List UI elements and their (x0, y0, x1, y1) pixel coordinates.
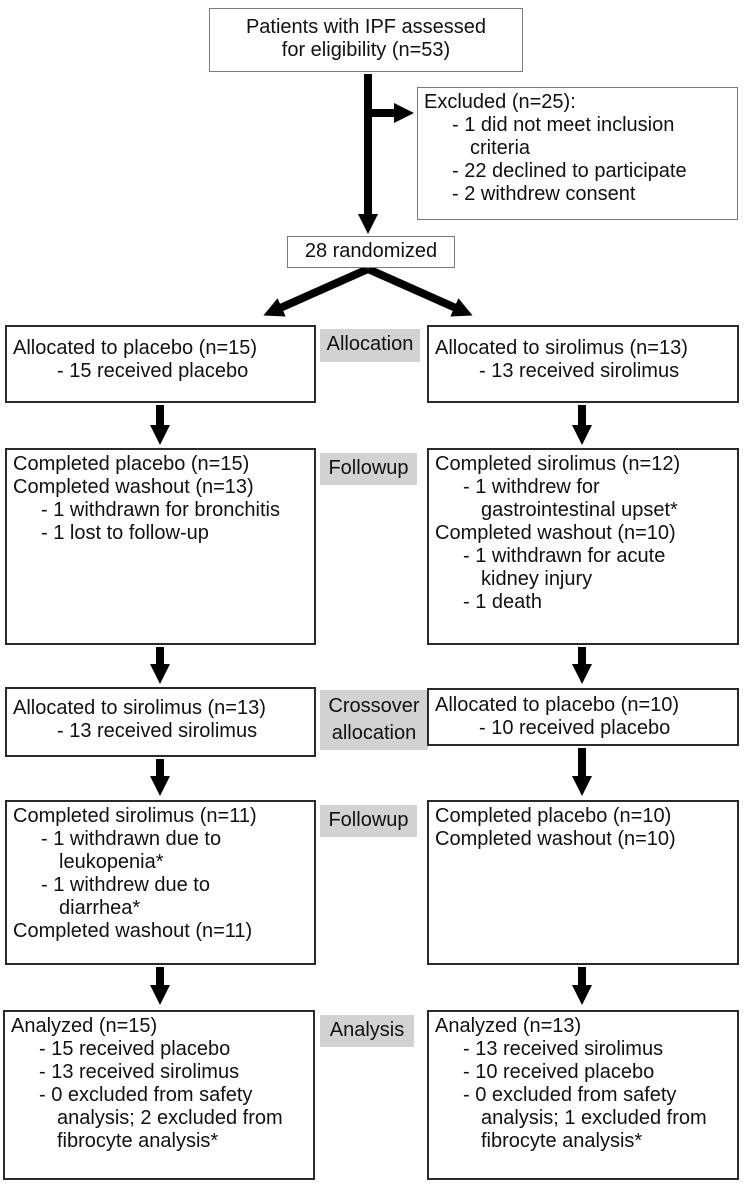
text-line: Completed washout (n=10) (435, 522, 676, 544)
arrow-randomized-to-placebo (263, 265, 370, 317)
text-line: criteria (470, 137, 531, 159)
text-line: - 1 withdrew due to (41, 874, 210, 896)
text-line: Excluded (n=25): (424, 91, 576, 113)
text-line: kidney injury (481, 568, 593, 590)
text-line: - 13 received sirolimus (57, 720, 258, 742)
text-line: leukopenia* (59, 851, 164, 873)
text-line: Allocated to placebo (n=15) (13, 337, 258, 359)
text-line: Crossover (328, 695, 420, 717)
text-line: allocation (331, 722, 417, 744)
text-line: 28 randomized (304, 240, 438, 262)
text-line: - 1 death (463, 591, 542, 613)
stage-label-followup-1: Followup (320, 453, 417, 485)
text-line: - 1 withdrawn for acute (463, 545, 666, 567)
crossover-placebo-box: Allocated to placebo (n=10)- 10 received… (427, 688, 739, 746)
text-line: - 2 withdrew consent (452, 183, 636, 205)
text-line: Completed placebo (n=10) (435, 805, 672, 827)
text-line: Completed sirolimus (n=12) (435, 453, 681, 475)
text-line: Analyzed (n=13) (435, 1015, 582, 1037)
text-line: fibrocyte analysis* (57, 1130, 219, 1152)
text-line: Patients with IPF assessed (245, 16, 487, 38)
text-line: - 1 withdrawn for bronchitis (41, 499, 280, 521)
followup1-placebo-box: Completed placebo (n=15)Completed washou… (5, 448, 316, 645)
text-line: Allocated to sirolimus (n=13) (435, 337, 688, 359)
text-line: Analyzed (n=15) (11, 1015, 158, 1037)
text-line: - 1 withdrew for (463, 476, 600, 498)
followup1-sirolimus-box: Completed sirolimus (n=12)- 1 withdrew f… (427, 448, 739, 645)
text-line: Completed washout (n=10) (435, 828, 676, 850)
followup2-placebo-box: Completed placebo (n=10)Completed washou… (427, 800, 739, 965)
crossover-sirolimus-box: Allocated to sirolimus (n=13)- 13 receiv… (5, 687, 316, 757)
text-line: gastrointestinal upset* (481, 499, 678, 521)
followup2-sirolimus-box: Completed sirolimus (n=11)- 1 withdrawn … (5, 800, 316, 965)
text-line: - 13 received sirolimus (463, 1038, 664, 1060)
text-line: for eligibility (n=53) (281, 39, 451, 61)
text-line: - 15 received placebo (57, 360, 249, 382)
text-line: - 22 declined to participate (452, 160, 687, 182)
stage-label-analysis: Analysis (320, 1015, 414, 1047)
stage-label-crossover-allocation: Crossover allocation (320, 690, 428, 750)
allocation-placebo-box: Allocated to placebo (n=15)- 15 received… (5, 325, 316, 403)
analysis-right-box: Analyzed (n=13)- 13 received sirolimus- … (427, 1010, 739, 1180)
text-line: Allocated to sirolimus (n=13) (13, 697, 266, 719)
text-line: - 1 did not meet inclusion (452, 114, 675, 136)
text-line: Allocated to placebo (n=10) (435, 694, 680, 716)
text-line: - 13 received sirolimus (39, 1061, 240, 1083)
text-line: diarrhea* (59, 897, 141, 919)
text-line: Completed washout (n=11) (13, 920, 253, 942)
excluded-box: Excluded (n=25):- 1 did not meet inclusi… (417, 87, 738, 220)
text-line: analysis; 1 excluded from (481, 1107, 707, 1129)
randomized-box: 28 randomized (287, 236, 455, 268)
text-line: fibrocyte analysis* (481, 1130, 643, 1152)
text-line: - 10 received placebo (479, 717, 671, 739)
stage-label-followup-2: Followup (320, 805, 417, 837)
text-line: - 0 excluded from safety (39, 1084, 253, 1106)
arrow-randomized-to-sirolimus (366, 265, 473, 317)
text-line: Completed placebo (n=15) (13, 453, 250, 475)
text-line: - 15 received placebo (39, 1038, 231, 1060)
stage-label-allocation: Allocation (320, 329, 420, 362)
text-line: - 13 received sirolimus (479, 360, 680, 382)
text-line: - 10 received placebo (463, 1061, 655, 1083)
text-line: Completed sirolimus (n=11) (13, 805, 257, 827)
allocation-sirolimus-box: Allocated to sirolimus (n=13)- 13 receiv… (427, 325, 739, 403)
text-line: - 1 withdrawn due to (41, 828, 222, 850)
text-line: - 0 excluded from safety (463, 1084, 677, 1106)
analysis-left-box: Analyzed (n=15)- 15 received placebo- 13… (3, 1010, 315, 1180)
text-line: Completed washout (n=13) (13, 476, 254, 498)
text-line: - 1 lost to follow-up (41, 522, 209, 544)
text-line: analysis; 2 excluded from (57, 1107, 283, 1129)
